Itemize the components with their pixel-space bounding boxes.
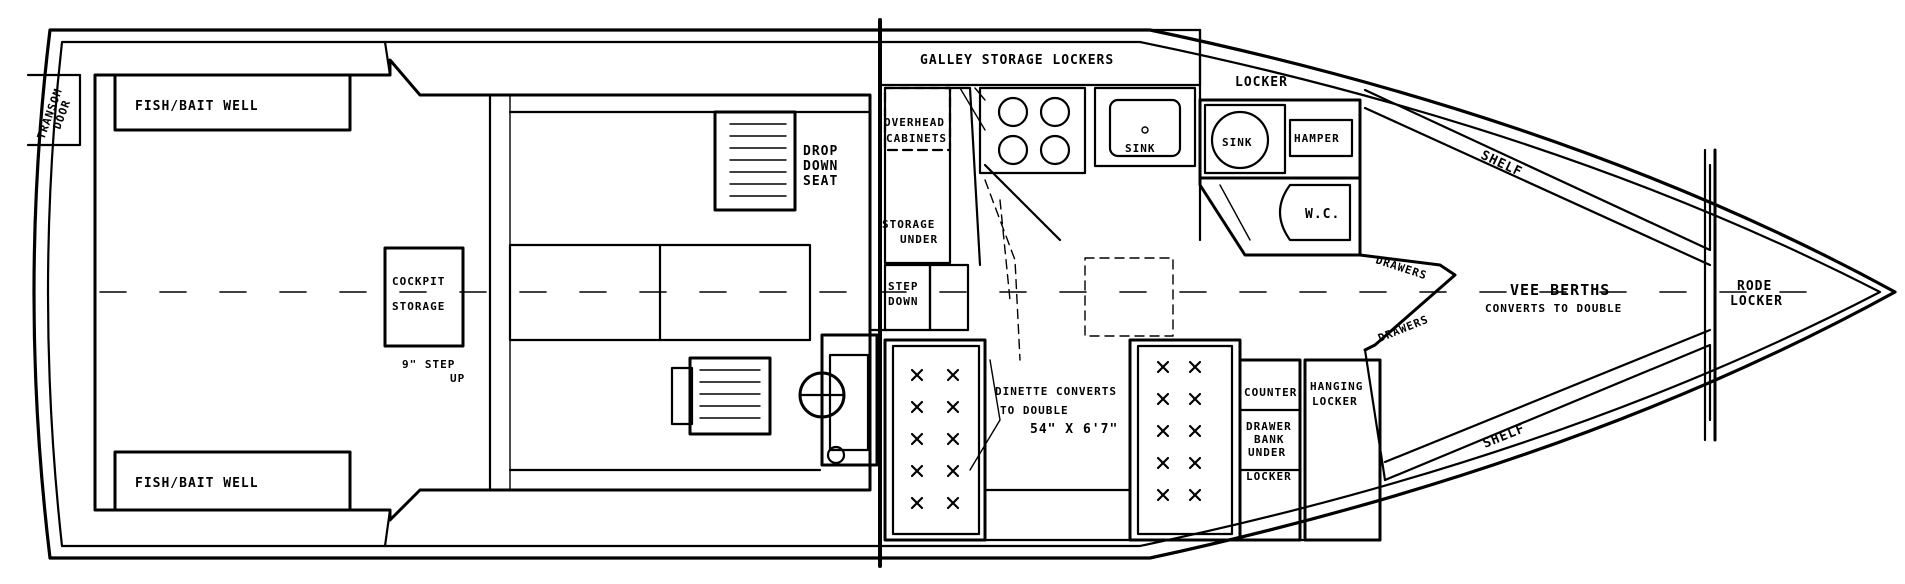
step-up-label-2: UP [450,372,465,385]
head-sink-label: SINK [1222,136,1253,149]
rode-locker-label-2: LOCKER [1730,294,1783,309]
dinette-dimensions-label: 54" X 6'7" [1030,422,1118,437]
vee-berth [1358,88,1717,482]
storage-under-label: STORAGE [882,218,935,231]
dinette-label: DINETTE CONVERTS [995,385,1117,398]
vee-berths-label: VEE BERTHS [1510,281,1610,299]
drawers-bottom-label: DRAWERS [1376,313,1430,345]
step-down-label-2: DOWN [888,295,919,308]
dinette-area [883,338,1382,542]
step-down-label: STEP [888,280,919,293]
cockpit [26,40,879,548]
drawer-bank-label-2: BANK [1254,433,1285,446]
wc-label: W.C. [1305,207,1340,222]
galley-storage-lockers-label: GALLEY STORAGE LOCKERS [920,53,1114,68]
fish-bait-well-bottom-label: FISH/BAIT WELL [135,476,259,491]
storage-under-label-2: UNDER [900,233,938,246]
hanging-locker-label-2: LOCKER [1312,395,1358,408]
drop-down-seat-label-3: SEAT [803,174,838,189]
locker-top-label: LOCKER [1235,75,1288,90]
dinette-label-2: TO DOUBLE [1000,404,1069,417]
drawers-top-label: DRAWERS [1374,253,1429,282]
drawer-bank-label-3: UNDER [1248,446,1286,459]
counter-label: COUNTER [1244,386,1297,399]
cockpit-storage-label: COCKPIT [392,275,445,288]
cockpit-storage-label-2: STORAGE [392,300,445,313]
drop-down-seat-label-2: DOWN [803,159,838,174]
shelf-bottom-label: SHELF [1481,421,1528,451]
locker-lower-label: LOCKER [1246,470,1292,483]
rode-locker-label: RODE [1737,279,1772,294]
converts-to-double-label: CONVERTS TO DOUBLE [1485,302,1622,315]
head [1198,98,1362,257]
step-up-label: 9" STEP [402,358,455,371]
galley-sink-label: SINK [1125,142,1156,155]
drawer-bank-label: DRAWER [1246,420,1292,433]
overhead-cabinets-label-2: CABINETS [886,132,947,145]
labels: TRANSOM DOOR FISH/BAIT WELL FISH/BAIT WE… [35,53,1783,491]
hull-outline [32,28,1897,560]
overhead-cabinets-label: OVERHEAD [884,116,945,129]
hamper-label: HAMPER [1294,132,1340,145]
fish-bait-well-top-label: FISH/BAIT WELL [135,99,259,114]
hanging-locker-label: HANGING [1310,380,1363,393]
drop-down-seat-label: DROP [803,144,838,159]
galley [878,28,1202,471]
